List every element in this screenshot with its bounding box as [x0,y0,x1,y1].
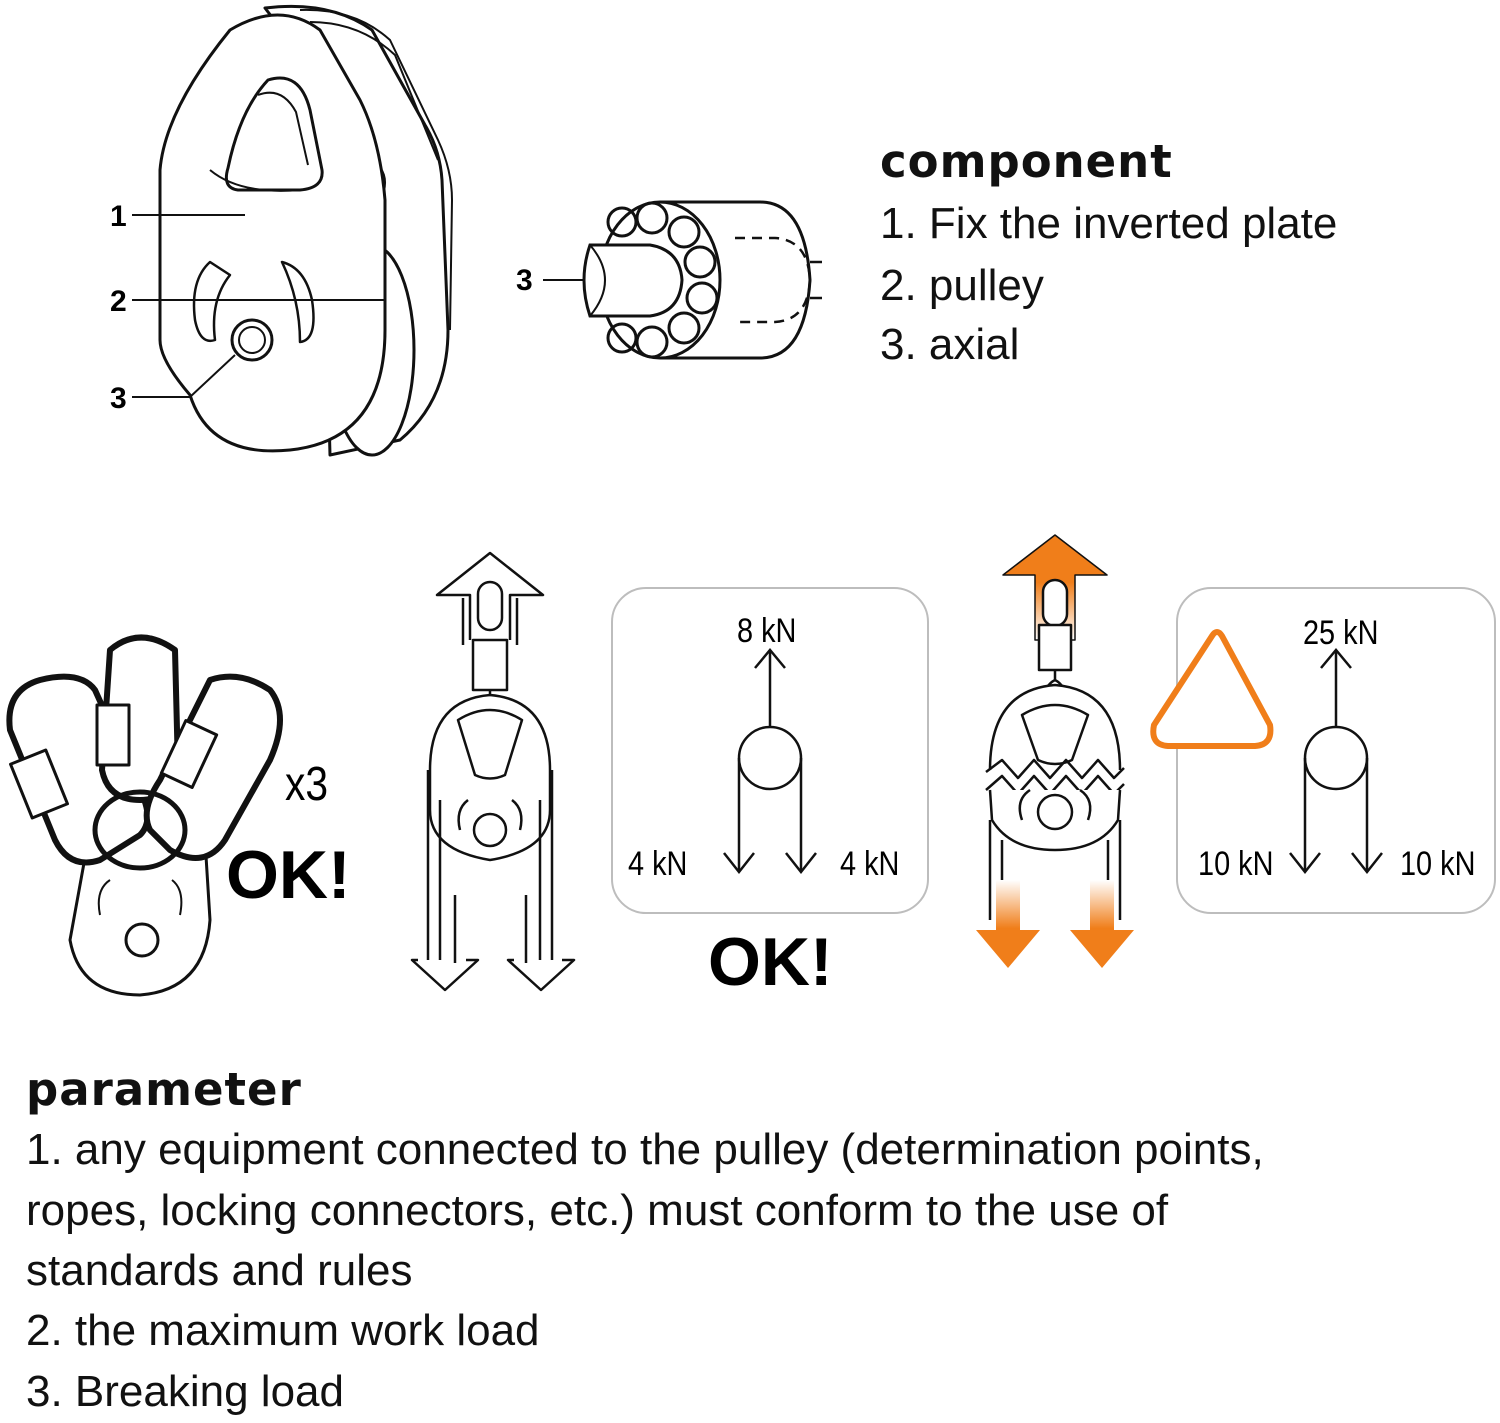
force-8kn-left: 4 kN [628,844,687,883]
force-8kn-top: 8 kN [737,611,796,650]
pulley-load-diagram-8kn [410,551,576,992]
parameter-line-4: 2. the maximum work load [26,1306,540,1355]
warning-triangle-icon [1150,629,1274,749]
pulley-illustrations: 1 2 3 3 x3 OK! [6,4,1496,1000]
carabiner-multiplier: x3 [285,758,328,811]
force-panel-8kn [611,587,929,914]
carabiner-ok-label: OK! [226,837,351,913]
callout-3: 3 [110,382,127,415]
force-panel-25kn [1150,587,1496,914]
bearing-axle-view [582,200,822,360]
force-25kn-right: 10 kN [1400,844,1475,883]
callout-1: 1 [110,200,127,233]
component-item-1: 1. Fix the inverted plate [880,199,1338,248]
pulley-with-carabiners [6,634,283,997]
callout-2: 2 [110,285,127,318]
component-item-3: 3. axial [880,320,1020,369]
parameter-line-5: 3. Breaking load [26,1367,344,1416]
parameter-line-2: ropes, locking connectors, etc.) must co… [26,1186,1169,1235]
force-8kn-right: 4 kN [840,844,899,883]
callout-3-axle: 3 [516,264,533,297]
component-heading: component [880,135,1173,188]
parameter-line-1: 1. any equipment connected to the pulley… [26,1125,1264,1174]
force-8kn-ok-label: OK! [708,924,833,1000]
pulley-breaking-diagram [976,534,1134,968]
pulley-side-view [158,4,453,457]
callout-lines [132,214,620,398]
parameter-line-3: standards and rules [26,1246,413,1295]
component-item-2: 2. pulley [880,261,1044,310]
parameter-heading: parameter [26,1063,302,1116]
force-25kn-top: 25 kN [1303,613,1378,652]
force-25kn-left: 10 kN [1198,844,1273,883]
